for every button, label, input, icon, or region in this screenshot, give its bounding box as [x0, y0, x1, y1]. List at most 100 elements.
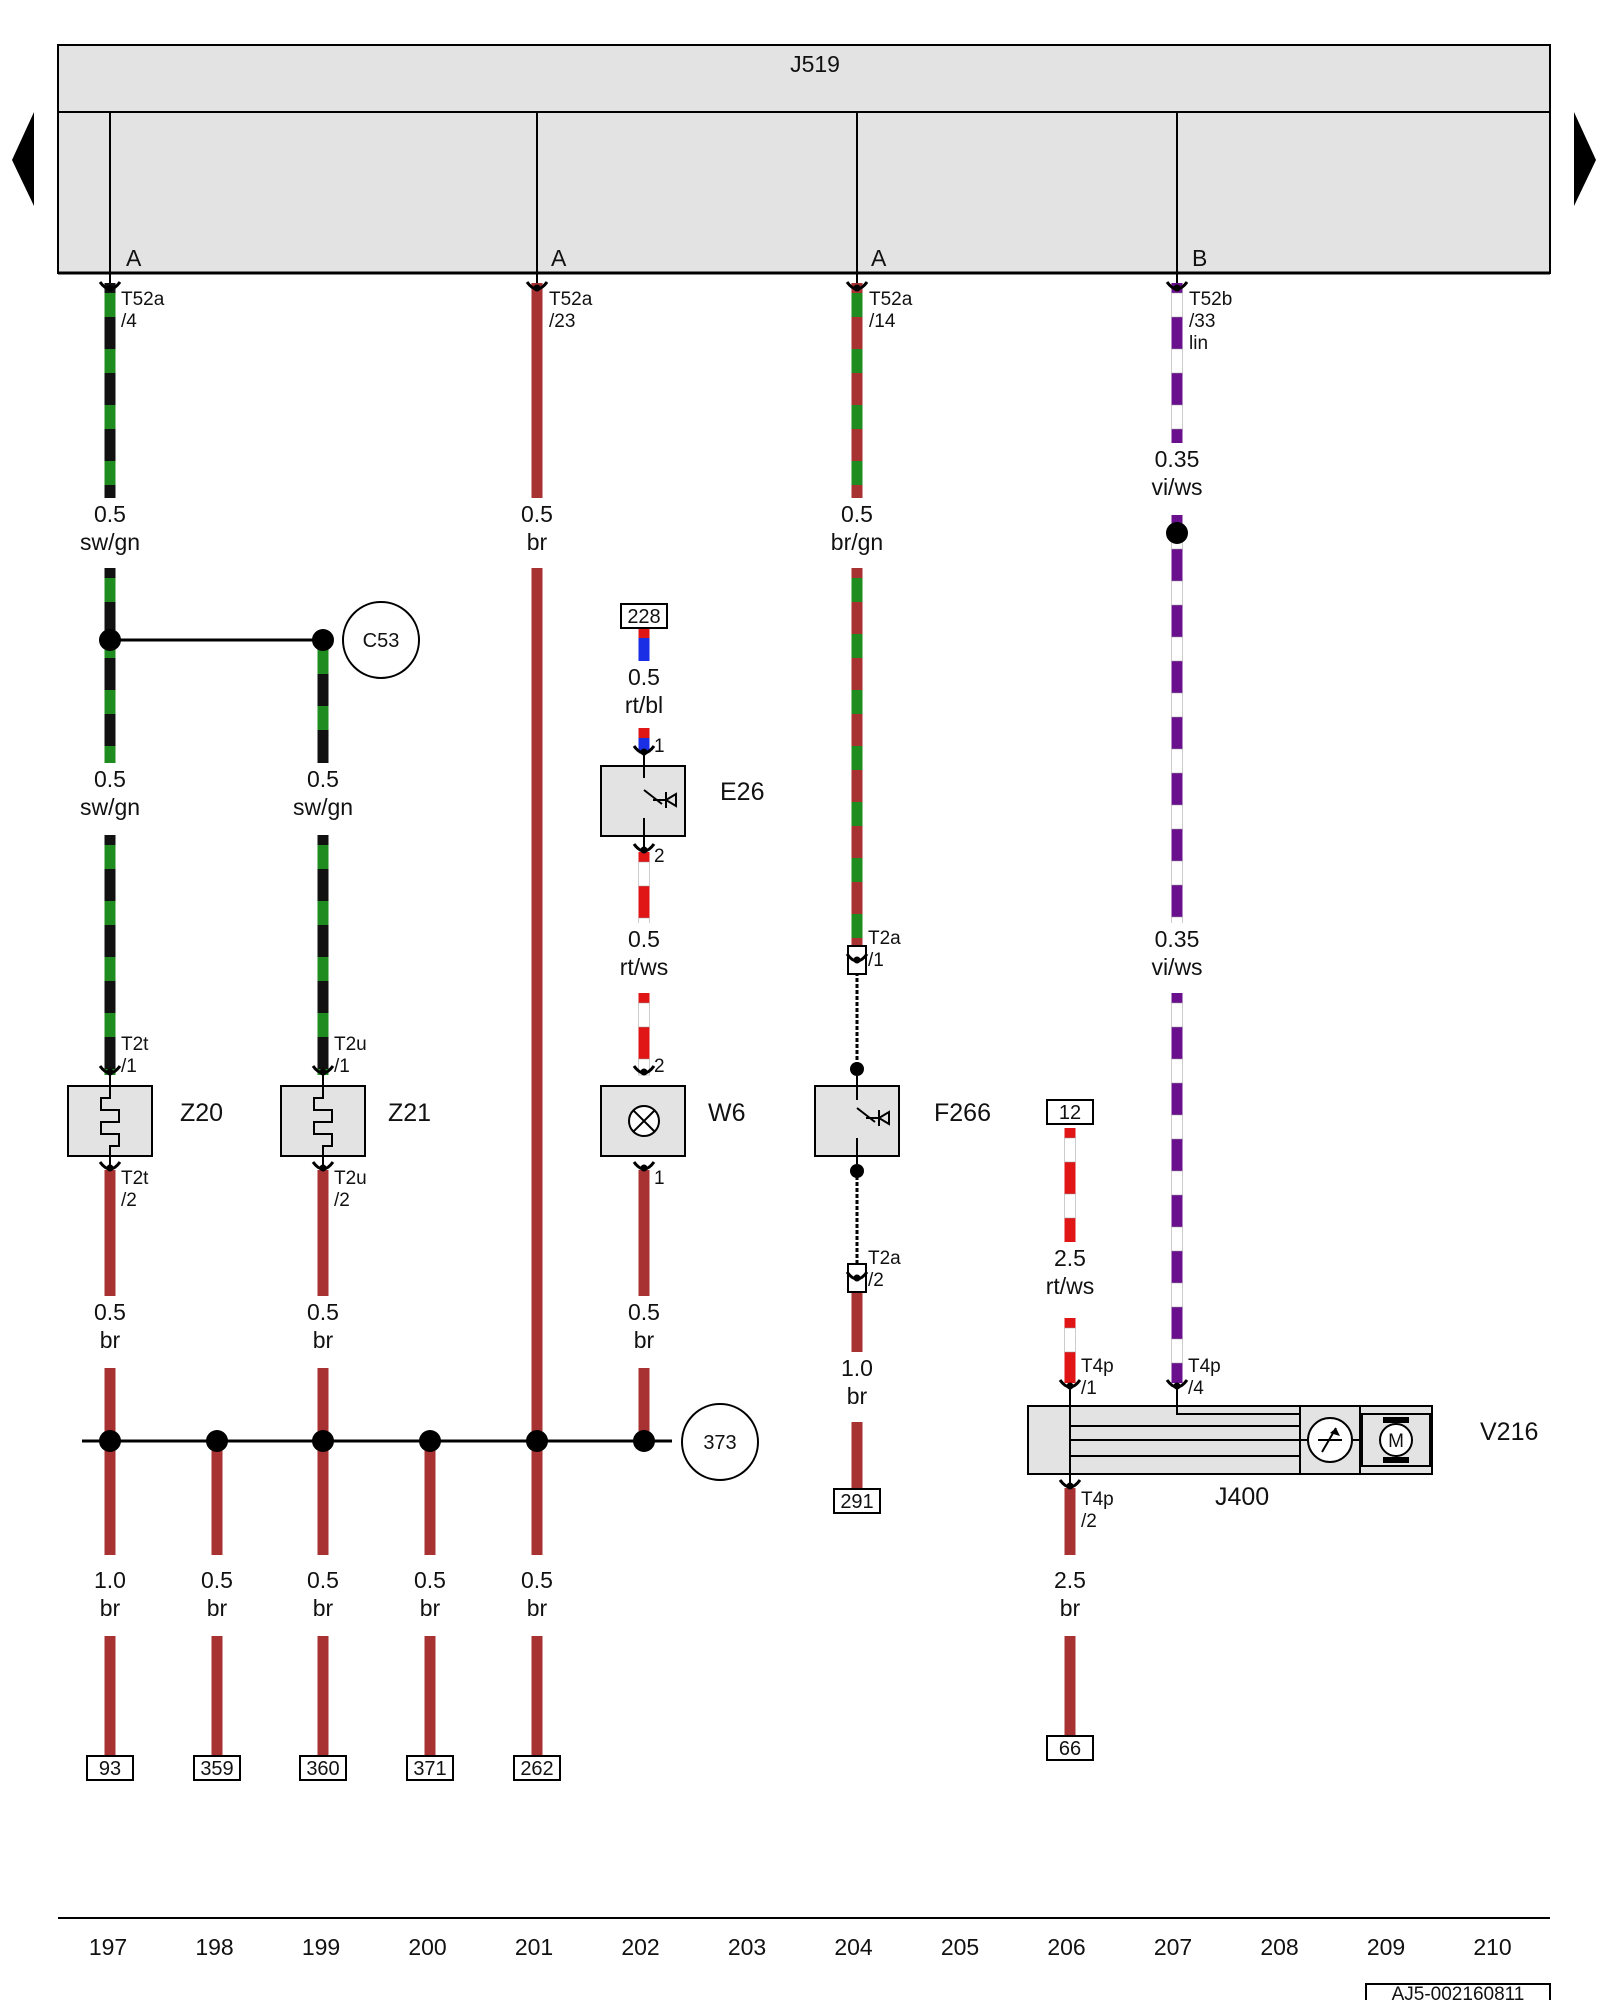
pin-label: T2t/1: [121, 1034, 149, 1077]
pin-label: 1: [654, 736, 665, 757]
wire-segment: [638, 628, 650, 662]
svg-text:2.5: 2.5: [1054, 1567, 1086, 1593]
w6-lamp: [600, 1085, 686, 1157]
pin-label: T4p/1: [1081, 1356, 1114, 1399]
wire-segment: [317, 1368, 329, 1441]
j519-title-band: [57, 44, 1551, 113]
svg-text:br: br: [847, 1383, 868, 1409]
svg-text:0.5: 0.5: [307, 1567, 339, 1593]
svg-text:rt/ws: rt/ws: [1046, 1273, 1095, 1299]
pin-label: T4p/4: [1188, 1356, 1221, 1399]
svg-text:0.5: 0.5: [414, 1567, 446, 1593]
wire-segment: [851, 1422, 863, 1502]
wire-spec-label: 0.5sw/gn: [72, 498, 148, 558]
svg-text:0.35: 0.35: [1155, 926, 1200, 952]
wire-segment: [104, 1170, 116, 1298]
wire-spec-label: 0.5br: [392, 1564, 468, 1624]
wire-segment: [317, 1441, 329, 1555]
page-reference-box[interactable]: 228: [620, 603, 668, 629]
wire-segment: [638, 728, 650, 752]
wire-spec-label: 2.5br: [1032, 1564, 1108, 1624]
svg-text:br: br: [634, 1327, 655, 1353]
page-reference-box[interactable]: 262: [513, 1755, 561, 1781]
pin-label: T2u/2: [334, 1168, 367, 1211]
wire-segment: [1171, 993, 1183, 1383]
svg-text:0.5: 0.5: [307, 766, 339, 792]
j519-label: J519: [790, 51, 840, 77]
wire-segment: [211, 1636, 223, 1762]
wire-segment: [851, 568, 863, 950]
svg-text:br: br: [420, 1595, 441, 1621]
ground-point-label: 373: [703, 1432, 736, 1454]
svg-text:0.5: 0.5: [94, 1299, 126, 1325]
wire-segment: [851, 283, 863, 500]
svg-text:br: br: [100, 1595, 121, 1621]
wire-segment: [531, 283, 543, 500]
wire-segment: [531, 1636, 543, 1762]
wire-segment: [638, 852, 650, 926]
wire-segment: [1171, 283, 1183, 445]
pin-label: T2t/2: [121, 1168, 149, 1211]
svg-text:360: 360: [306, 1758, 339, 1780]
wire-segment: [424, 1636, 436, 1762]
column-number: 208: [1260, 1934, 1298, 1960]
next-page-arrow-icon[interactable]: [1574, 112, 1596, 206]
svg-text:vi/ws: vi/ws: [1151, 474, 1202, 500]
svg-text:1.0: 1.0: [94, 1567, 126, 1593]
connector-group-label: B: [1192, 245, 1207, 271]
z20-heater-element: [67, 1072, 153, 1170]
page-reference-box[interactable]: 360: [299, 1755, 347, 1781]
pin-label: T2a/1: [868, 928, 901, 971]
wire-segment: [104, 835, 116, 1075]
connector-group-label: A: [126, 245, 142, 271]
page-reference-box[interactable]: 66: [1046, 1735, 1094, 1761]
j400-label: J400: [1215, 1483, 1269, 1511]
svg-text:12: 12: [1059, 1102, 1081, 1124]
svg-text:0.5: 0.5: [628, 1299, 660, 1325]
pin-label: T52a/4: [121, 289, 165, 332]
e26-label: E26: [720, 778, 764, 806]
wire-segment: [638, 1368, 650, 1441]
page-reference-box[interactable]: 359: [193, 1755, 241, 1781]
wire-segment: [1171, 515, 1183, 926]
lin-splice-point: [1166, 522, 1188, 544]
pin-label: 2: [654, 1056, 665, 1077]
wire-segment: [211, 1441, 223, 1555]
svg-text:rt/bl: rt/bl: [625, 692, 663, 718]
c53-point: [312, 629, 334, 651]
wire-spec-label: 0.5sw/gn: [285, 763, 361, 823]
pin-label: T2a/2: [868, 1248, 901, 1291]
svg-text:rt/ws: rt/ws: [620, 954, 669, 980]
svg-text:0.5: 0.5: [521, 501, 553, 527]
svg-text:M: M: [1388, 1431, 1404, 1452]
prev-page-arrow-icon[interactable]: [12, 112, 34, 206]
svg-text:262: 262: [520, 1758, 553, 1780]
wire-spec-label: 0.5br: [72, 1296, 148, 1356]
wire-segment: [317, 1170, 329, 1298]
svg-text:0.5: 0.5: [628, 664, 660, 690]
svg-text:2.5: 2.5: [1054, 1245, 1086, 1271]
wire-spec-label: 0.5br/gn: [819, 498, 895, 558]
page-reference-box[interactable]: 371: [406, 1755, 454, 1781]
svg-text:0.5: 0.5: [521, 1567, 553, 1593]
page-reference-box[interactable]: 12: [1046, 1099, 1094, 1125]
pin-label: 2: [654, 846, 665, 867]
column-number: 203: [728, 1934, 766, 1960]
connector-group-label: A: [551, 245, 567, 271]
wire-segment: [1064, 1488, 1076, 1555]
svg-text:sw/gn: sw/gn: [80, 794, 140, 820]
wire-segment: [638, 1170, 650, 1298]
wire-spec-label: 0.5br: [285, 1296, 361, 1356]
page-reference-box[interactable]: 93: [86, 1755, 134, 1781]
column-number: 201: [515, 1934, 553, 1960]
svg-text:br: br: [313, 1595, 334, 1621]
svg-text:br: br: [100, 1327, 121, 1353]
column-number: 200: [408, 1934, 446, 1960]
page-reference-box[interactable]: 291: [833, 1488, 881, 1514]
svg-text:0.5: 0.5: [94, 501, 126, 527]
pin-label: 1: [654, 1168, 665, 1189]
e26-switch: [600, 752, 686, 850]
svg-text:1.0: 1.0: [841, 1355, 873, 1381]
column-number: 198: [195, 1934, 233, 1960]
